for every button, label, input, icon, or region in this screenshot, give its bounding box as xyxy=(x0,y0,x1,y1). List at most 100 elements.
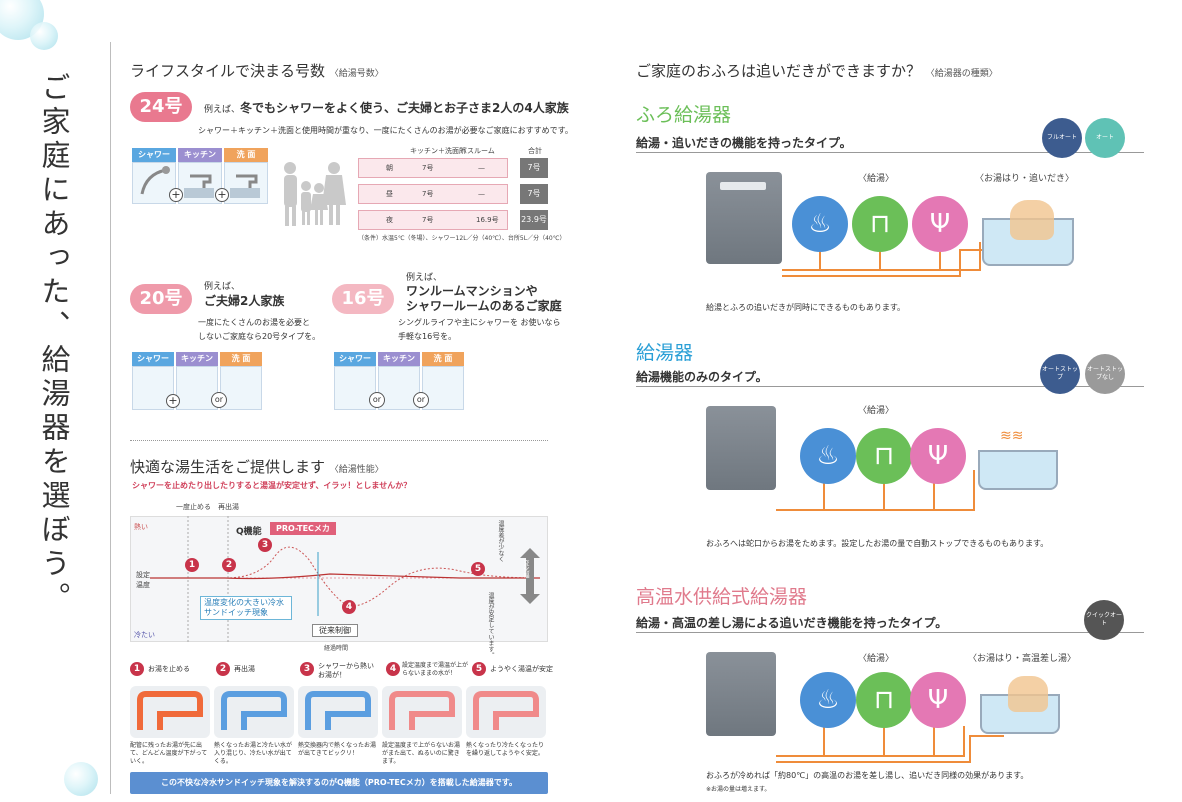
usage-kitchen: 7号 xyxy=(422,216,434,224)
kyuto-pipes xyxy=(776,470,975,511)
performance-heading: 快適な湯生活をご提供します 〈給湯性能〉 xyxy=(130,456,384,477)
divider xyxy=(110,42,111,794)
furo-rule xyxy=(636,152,1144,153)
furo-label-bath: 〈お湯はり・追いだき〉 xyxy=(975,174,1075,184)
wash-basin-icon: Ψ xyxy=(912,196,968,252)
lifestyle-heading-small: 〈給湯号数〉 xyxy=(329,69,384,79)
size-16-example: 例えば、 ワンルームマンションや シャワールームのあるご家庭 xyxy=(406,272,562,315)
bath-person-illustration xyxy=(1010,200,1054,240)
or-icon: or xyxy=(369,392,385,408)
kitchen-faucet-icon: ⊓ xyxy=(852,196,908,252)
size-24-example: 例えば、冬でもシャワーをよく使う、ご夫婦とお子さま2人の4人家族 xyxy=(204,99,569,116)
usage-row-noon: 昼 7号 — 7号 xyxy=(358,184,548,204)
example-text: シャワールームのあるご家庭 xyxy=(406,299,562,313)
size-20-note: 一度にたくさんのお湯を必要と しないご家庭なら20号タイプを。 xyxy=(198,316,320,344)
step-4-text: 設定温度まで湯温が上がらないままの水が！ xyxy=(402,662,469,677)
temperature-graph-lines xyxy=(150,516,541,642)
kitchen-faucet-icon: ⊓ xyxy=(856,672,912,728)
table-head-bath: バスルーム xyxy=(460,147,495,155)
table-head-total: 合計 xyxy=(528,147,542,155)
step-note-2: 熱くなったお湯と冷たい水が入り混じり、冷たい水が出てくる。 xyxy=(214,742,293,765)
example-prefix: 例えば、 xyxy=(204,105,241,115)
bubble-decoration xyxy=(64,762,98,796)
example-prefix: 例えば、 xyxy=(406,273,443,283)
graph-stop: 一度止める xyxy=(176,503,211,511)
koon-label-bath: 〈お湯はり・高温差し湯〉 xyxy=(968,654,1077,664)
step-2-number: 2 xyxy=(216,662,230,676)
solution-banner: この不快な冷水サンドイッチ現象を解決するのがQ機能（PRO-TECメカ）を搭載し… xyxy=(130,772,548,794)
tag-kitchen: キッチン xyxy=(176,352,218,366)
usage-bath: 16.9号 xyxy=(476,216,499,224)
graph-cold: 冷たい xyxy=(134,631,155,639)
page-title: ご家庭にあった、給湯器を選ぼう。 xyxy=(37,72,71,616)
kyuto-rule xyxy=(636,386,1144,387)
koon-rule xyxy=(636,632,1144,633)
shower-icon: ♨ xyxy=(800,672,856,728)
note-line: シングルライフや主にシャワーを お使いなら xyxy=(398,318,561,327)
kyuto-note: おふろへは蛇口からお湯をためます。設定したお湯の量で自動ストップできるものもあり… xyxy=(706,539,1049,548)
lifestyle-heading-text: ライフスタイルで決まる号数 xyxy=(130,62,326,80)
example-text: ワンルームマンションや xyxy=(406,284,538,298)
water-heater-illustration xyxy=(706,406,776,490)
step-1-text: お湯を止める xyxy=(148,665,190,673)
graph-q-label: Q機能 xyxy=(236,527,262,537)
usage-kitchen: 7号 xyxy=(422,164,434,172)
size-24-badge: 24号 xyxy=(130,92,192,122)
graph-marker-1: 1 xyxy=(185,558,199,572)
step-notes: 配管に残ったお湯が先に出て、どんどん温度が下がっていく。 熱くなったお湯と冷たい… xyxy=(130,742,548,766)
tag-wash: 洗 面 xyxy=(422,352,464,366)
example-prefix: 例えば、 xyxy=(204,282,241,292)
step-note-4: 設定温度まで上がらないお湯がまた出て、ぬるいのに驚きます。 xyxy=(382,742,461,765)
tag-kitchen: キッチン xyxy=(178,148,222,162)
koon-title: 高温水供給式給湯器 xyxy=(636,586,808,608)
furo-note: 給湯とふろの追いだきが同時にできるものもあります。 xyxy=(706,303,906,312)
shower-icon: ♨ xyxy=(800,428,856,484)
graph-restart: 再出湯 xyxy=(218,503,239,511)
plus-icon: + xyxy=(166,394,180,408)
water-heater-illustration xyxy=(706,652,776,736)
graph-band-3: 温度が安定しています。 xyxy=(487,592,494,658)
shower-illustration xyxy=(132,366,174,410)
badge-quick-auto: クイックオート xyxy=(1084,600,1124,640)
furo-title: ふろ給湯器 xyxy=(636,104,732,126)
dotted-divider xyxy=(130,440,548,441)
or-icon: or xyxy=(413,392,429,408)
usage-time: 昼 xyxy=(386,190,393,198)
wash-illustration xyxy=(220,366,262,410)
step-note-5: 熱くなったり冷たくなったりを繰り返してようやく安定。 xyxy=(466,742,545,757)
badge-auto-stop-none: オートストップなし xyxy=(1085,354,1125,394)
usage-time: 朝 xyxy=(386,164,393,172)
note-line: 手軽な16号を。 xyxy=(398,332,457,341)
bathtub-illustration xyxy=(978,450,1058,490)
step-1-number: 1 xyxy=(130,662,144,676)
koon-pipes xyxy=(776,726,1004,763)
usage-row-bg xyxy=(358,158,508,178)
note-line: 一度にたくさんのお湯を必要と xyxy=(198,318,310,327)
size-16-note: シングルライフや主にシャワーを お使いなら 手軽な16号を。 xyxy=(398,316,561,344)
graph-band-1: 温度差が少なく xyxy=(497,520,504,562)
usage-bath: — xyxy=(478,164,485,172)
step-list: 1 お湯を止める 2 再出湯 3 シャワーから熱いお湯が！ 4 設定温度まで湯温… xyxy=(130,662,553,686)
tag-shower: シャワー xyxy=(132,352,174,366)
step-5-text: ようやく湯温が安定 xyxy=(490,665,553,673)
wash-illustration xyxy=(422,366,464,410)
kyuto-title: 給湯器 xyxy=(636,342,694,364)
badge-auto-stop: オートストップ xyxy=(1040,354,1080,394)
plus-icon: + xyxy=(169,188,183,202)
performance-heading-small: 〈給湯性能〉 xyxy=(329,465,384,475)
tag-kitchen: キッチン xyxy=(378,352,420,366)
wash-basin-icon: Ψ xyxy=(910,672,966,728)
step-note-3: 熱交換器内で熱くなったお湯が出てきてビックリ！ xyxy=(298,742,377,757)
graph-hot: 熱い xyxy=(134,523,148,531)
steam-icon: ≋≋ xyxy=(1000,428,1024,444)
step-4-number: 4 xyxy=(386,662,400,676)
step-note-1: 配管に残ったお湯が先に出て、どんどん温度が下がっていく。 xyxy=(130,742,208,765)
kyuto-label-kyuto: 〈給湯〉 xyxy=(858,406,895,416)
step-3-text: シャワーから熱いお湯が！ xyxy=(318,662,374,679)
tag-shower: シャワー xyxy=(334,352,376,366)
usage-total: 7号 xyxy=(520,184,548,204)
koon-note: おふろが冷めれば「約80℃」の高温のお湯を差し湯し、追いだき同様の効果があります… xyxy=(706,771,1029,780)
usage-total: 23.9号 xyxy=(520,210,548,230)
step-5-number: 5 xyxy=(472,662,486,676)
step-2-text: 再出湯 xyxy=(234,665,255,673)
